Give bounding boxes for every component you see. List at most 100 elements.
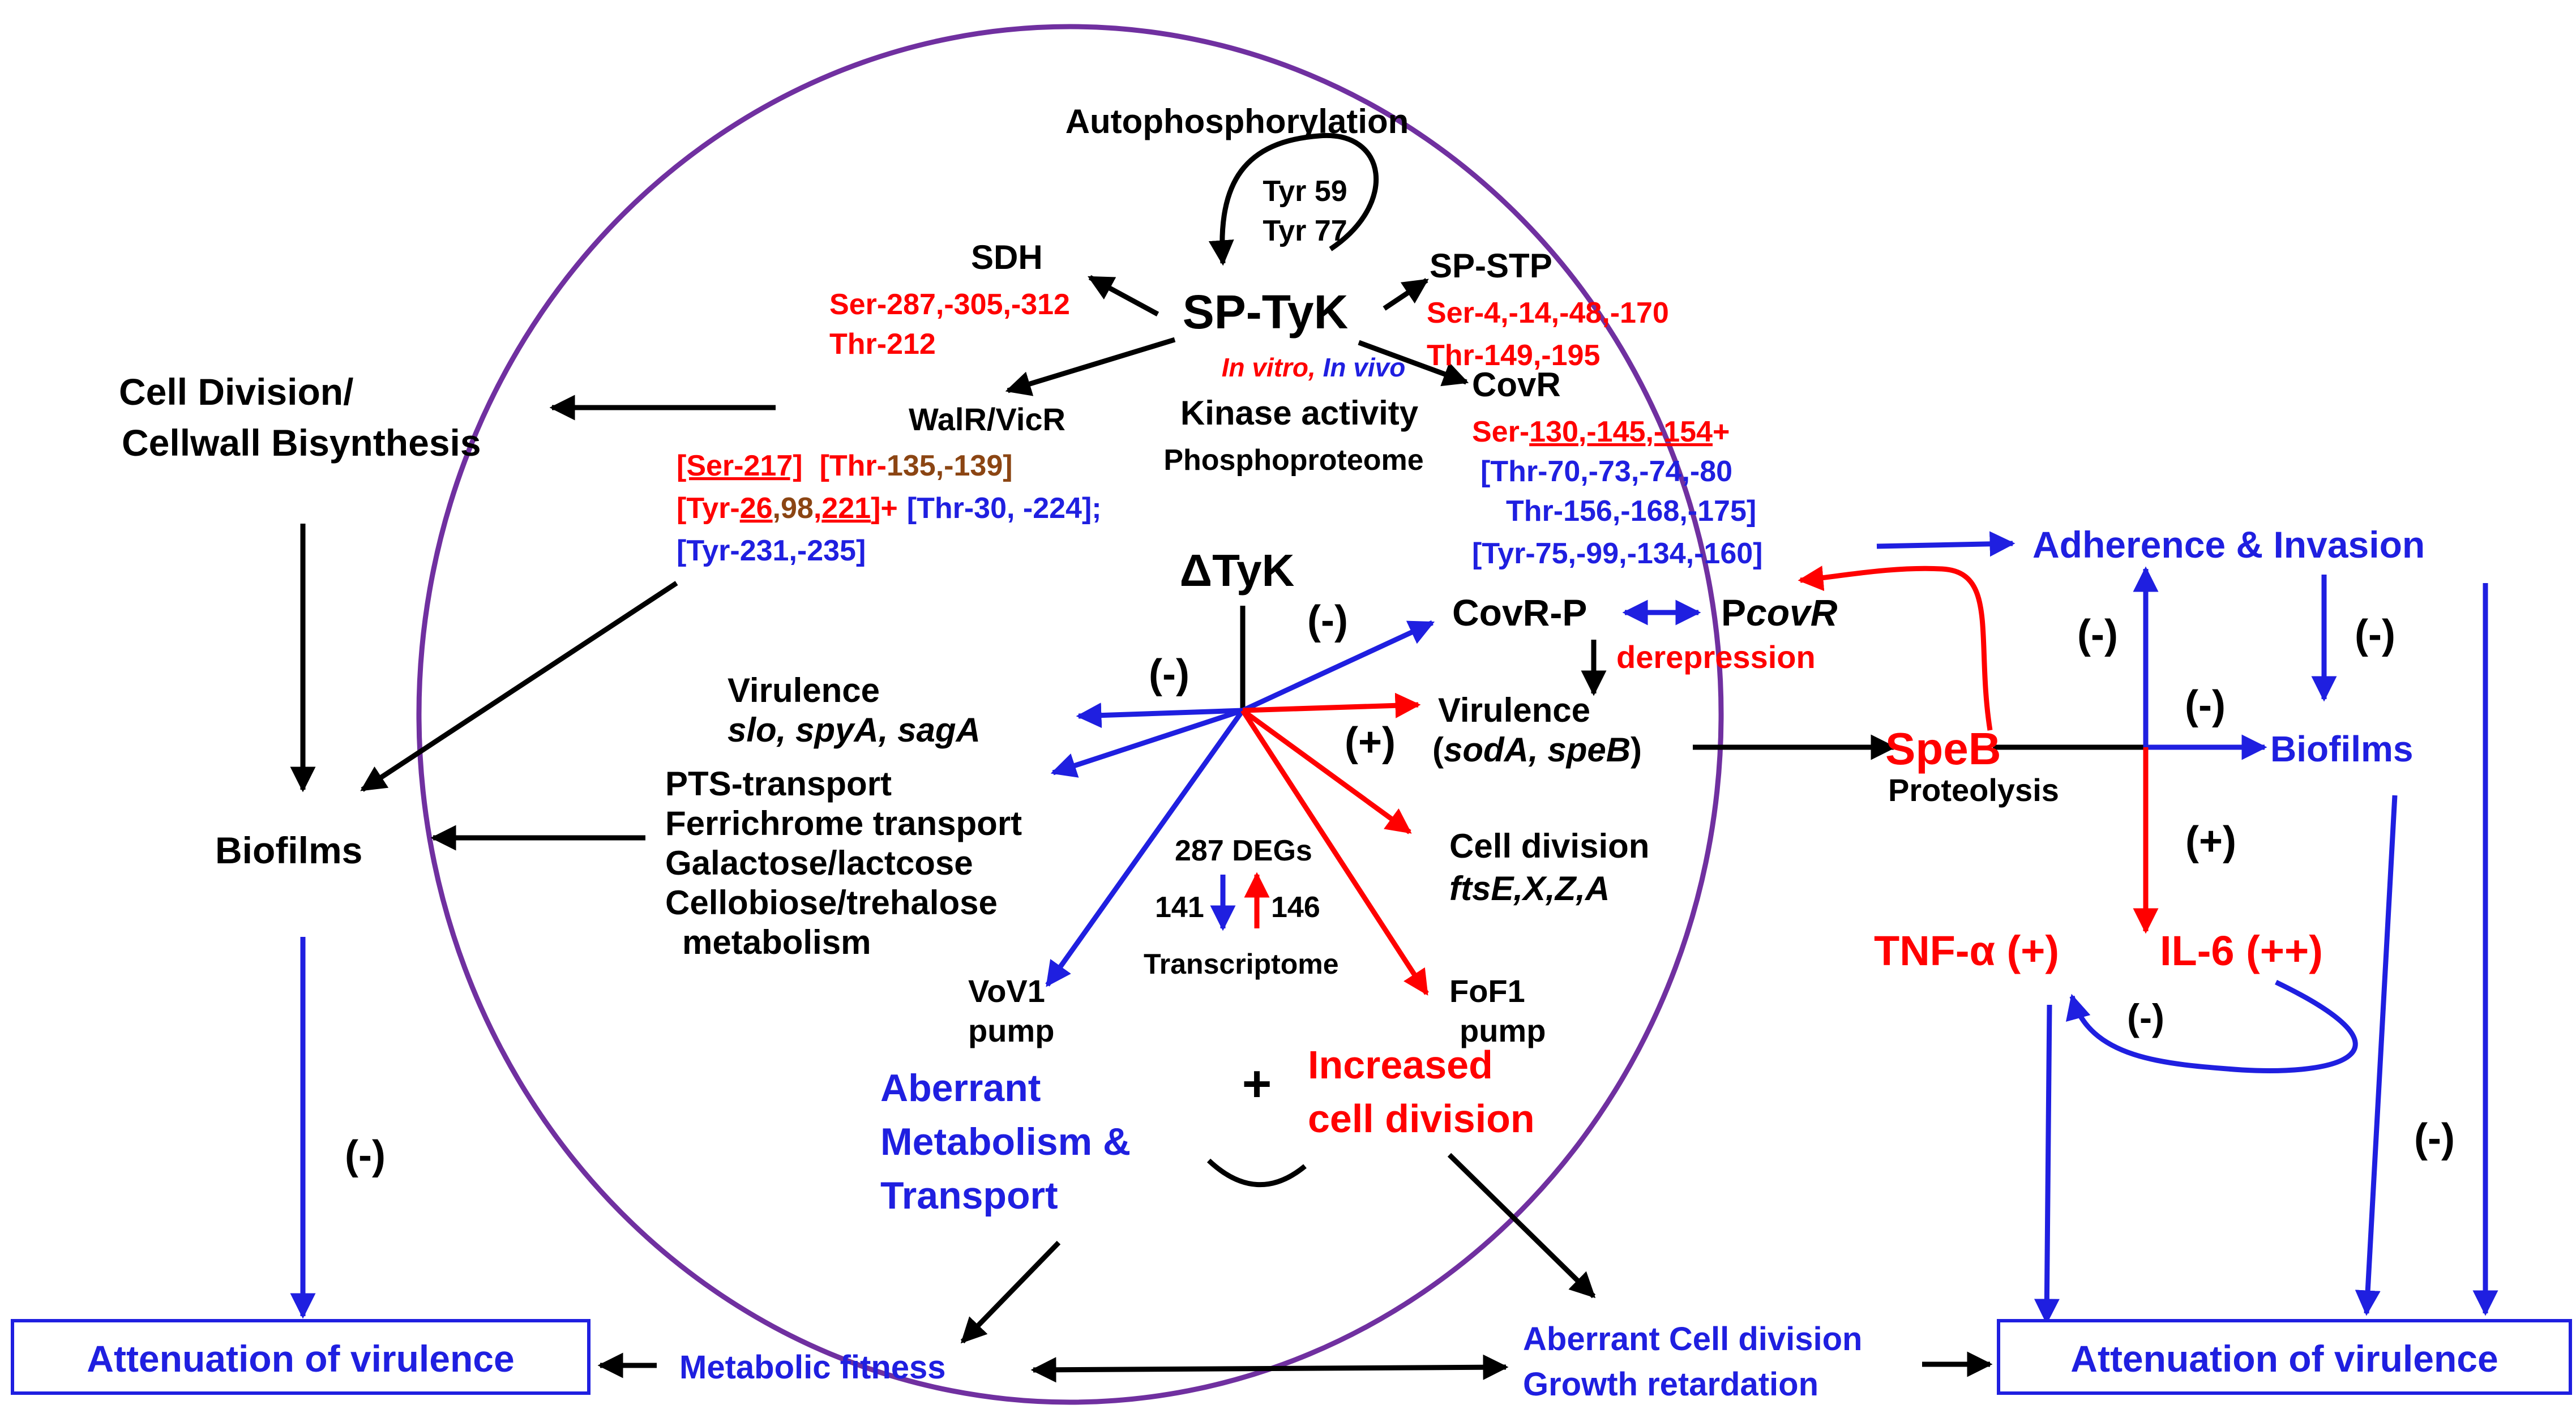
ferrichrome-label: Ferrichrome transport bbox=[665, 804, 1022, 842]
aberrant-label-1: Aberrant bbox=[880, 1067, 1041, 1110]
fof1-label-1: FoF1 bbox=[1449, 973, 1525, 1009]
fof1-label-2: pump bbox=[1460, 1013, 1546, 1048]
arrow-to-virulence-left bbox=[1076, 703, 1243, 729]
walr-sites-2: [Tyr-26,98,221]+[Thr-30, -224]; bbox=[677, 492, 1102, 525]
pts-transport-label: PTS-transport bbox=[665, 765, 892, 803]
sptyk-label: SP-TyK bbox=[1183, 285, 1348, 339]
covr-sites-thr-2: Thr-156,-168,-175] bbox=[1506, 495, 1756, 528]
covrp-label: CovR-P bbox=[1452, 592, 1587, 633]
pcovr-label: PcovR bbox=[1721, 592, 1838, 633]
derepression-label: derepression bbox=[1616, 639, 1816, 675]
virulence-left-label: Virulence bbox=[728, 671, 880, 709]
aberrant-label-3: Transport bbox=[880, 1174, 1058, 1217]
proteolysis-label: Proteolysis bbox=[1888, 772, 2059, 808]
left-negative-label: (-) bbox=[345, 1133, 386, 1178]
in-vitro-in-vivo-label: In vitro, In vivo bbox=[1222, 353, 1406, 382]
arrow-biofilms-to-attenuation-right bbox=[2355, 795, 2398, 1316]
attenuation-box-left bbox=[11, 1319, 590, 1395]
degs-label: 287 DEGs bbox=[1175, 834, 1312, 867]
arrow-to-fof1 bbox=[1240, 709, 1429, 996]
tyr59-label: Tyr 59 bbox=[1263, 175, 1347, 208]
aberrant-cd-label-2: Growth retardation bbox=[1523, 1366, 1818, 1403]
virulence-right-label: Virulence bbox=[1438, 691, 1590, 729]
cell-division-label-1: Cell Division/ bbox=[119, 371, 353, 413]
il6-label: IL-6 (++) bbox=[2160, 927, 2323, 974]
covr-sites-thr-1: [Thr-70,-73,-74,-80 bbox=[1480, 455, 1732, 488]
negative-label-speb-biofilms: (-) bbox=[2185, 683, 2226, 728]
arrow-to-virulence-right bbox=[1242, 692, 1421, 718]
arrow-to-pts bbox=[1050, 708, 1244, 778]
arrow-to-spstp bbox=[1383, 278, 1429, 311]
walr-label: WalR/VicR bbox=[909, 401, 1066, 437]
arrow-speb-to-pcovr bbox=[1798, 566, 1993, 731]
negative-label-far-right: (-) bbox=[2414, 1116, 2455, 1161]
aberrant-cd-label-1: Aberrant Cell division bbox=[1523, 1321, 1862, 1357]
negative-label-adherence: (-) bbox=[2077, 612, 2118, 657]
increased-label-2: cell division bbox=[1308, 1097, 1535, 1141]
arrow-to-walr bbox=[1005, 337, 1176, 396]
negative-label-covrp: (-) bbox=[1307, 598, 1348, 643]
aberrant-label-2: Metabolism & bbox=[880, 1120, 1131, 1163]
arrow-metabolic-aberrant-cd bbox=[1030, 1354, 1509, 1383]
plus-sign-label: + bbox=[1242, 1056, 1272, 1112]
sdh-label: SDH bbox=[971, 238, 1043, 276]
arrow-to-sdh bbox=[1088, 275, 1159, 316]
cellobiose-label: Cellobiose/trehalose bbox=[665, 884, 998, 922]
spstp-label: SP-STP bbox=[1430, 247, 1552, 285]
up-count-label: 146 bbox=[1271, 891, 1320, 924]
tnf-label: TNF-α (+) bbox=[1874, 927, 2059, 974]
spstp-sites-2: Thr-149,-195 bbox=[1427, 339, 1600, 372]
arrow-to-covrp bbox=[1242, 620, 1435, 713]
negative-label-il6-loop: (-) bbox=[2127, 996, 2164, 1038]
covr-sites-tyr: [Tyr-75,-99,-134,-160] bbox=[1472, 537, 1763, 570]
adherence-label: Adherence & Invasion bbox=[2032, 524, 2425, 566]
galactose-label: Galactose/lactcose bbox=[665, 844, 973, 882]
sdh-sites-2: Thr-212 bbox=[829, 328, 936, 361]
increased-label-1: Increased bbox=[1308, 1043, 1493, 1087]
covr-label: CovR bbox=[1472, 366, 1561, 404]
biofilms-left-label: Biofilms bbox=[215, 829, 362, 871]
positive-label-il6: (+) bbox=[2185, 819, 2236, 864]
arrow-to-covr bbox=[1358, 340, 1469, 387]
tyr77-label: Tyr 77 bbox=[1263, 215, 1347, 247]
arrow-il6-to-tnf bbox=[2065, 979, 2358, 1073]
autophosphorylation-loop bbox=[1208, 133, 1379, 266]
down-count-label: 141 bbox=[1155, 891, 1204, 924]
walr-sites-3: [Tyr-231,-235] bbox=[677, 534, 866, 567]
plus-connector bbox=[1206, 1158, 1307, 1188]
covr-sites-ser: Ser-130,-145,-154+ bbox=[1472, 416, 1730, 448]
phosphoproteome-label: Phosphoproteome bbox=[1163, 444, 1423, 477]
vov1-label-1: VoV1 bbox=[968, 973, 1045, 1009]
cell-division-label-2: Cellwall Bisynthesis bbox=[122, 422, 481, 464]
arrow-to-vov1 bbox=[1045, 709, 1245, 987]
walr-sites-1: [Ser-217][Thr-135,-139] bbox=[677, 449, 1013, 482]
kinase-activity-label: Kinase activity bbox=[1180, 394, 1419, 432]
attenuation-left-label: Attenuation of virulence bbox=[87, 1338, 514, 1380]
negative-label-biofilms-top: (-) bbox=[2355, 612, 2395, 657]
arrows bbox=[290, 133, 2498, 1383]
attenuation-right-label: Attenuation of virulence bbox=[2070, 1338, 2498, 1380]
arrow-walr-to-biofilms bbox=[360, 581, 678, 792]
cell-boundary bbox=[416, 24, 1724, 1405]
cell-division-right-label: Cell division bbox=[1449, 827, 1649, 865]
arrow-aberrant-to-metabolic bbox=[960, 1240, 1061, 1344]
fts-genes-label: ftsE,X,Z,A bbox=[1449, 870, 1610, 907]
transcriptome-label: Transcriptome bbox=[1144, 948, 1339, 980]
autophosphorylation-label: Autophosphorylation bbox=[1066, 102, 1409, 140]
virulence-right-genes: (sodA, speB) bbox=[1432, 731, 1642, 769]
positive-label-virulence: (+) bbox=[1345, 720, 1396, 765]
arrow-to-cell-division-right bbox=[1241, 708, 1412, 834]
spstp-sites-1: Ser-4,-14,-48,-170 bbox=[1427, 297, 1669, 329]
metabolism-label: metabolism bbox=[682, 923, 871, 961]
arrow-increased-to-aberrant-cd bbox=[1447, 1153, 1596, 1299]
speb-label: SpeB bbox=[1885, 723, 2001, 774]
attenuation-box-right bbox=[1997, 1319, 2572, 1395]
dtyk-label: ΔTyK bbox=[1180, 545, 1295, 596]
vov1-label-2: pump bbox=[968, 1013, 1054, 1048]
arrow-tnf-to-attenuation bbox=[2034, 1004, 2060, 1325]
negative-label-virulence: (-) bbox=[1149, 652, 1189, 697]
biofilms-right-label: Biofilms bbox=[2270, 729, 2413, 769]
metabolic-fitness-label: Metabolic fitness bbox=[679, 1349, 946, 1386]
sdh-sites-1: Ser-287,-305,-312 bbox=[829, 288, 1070, 321]
